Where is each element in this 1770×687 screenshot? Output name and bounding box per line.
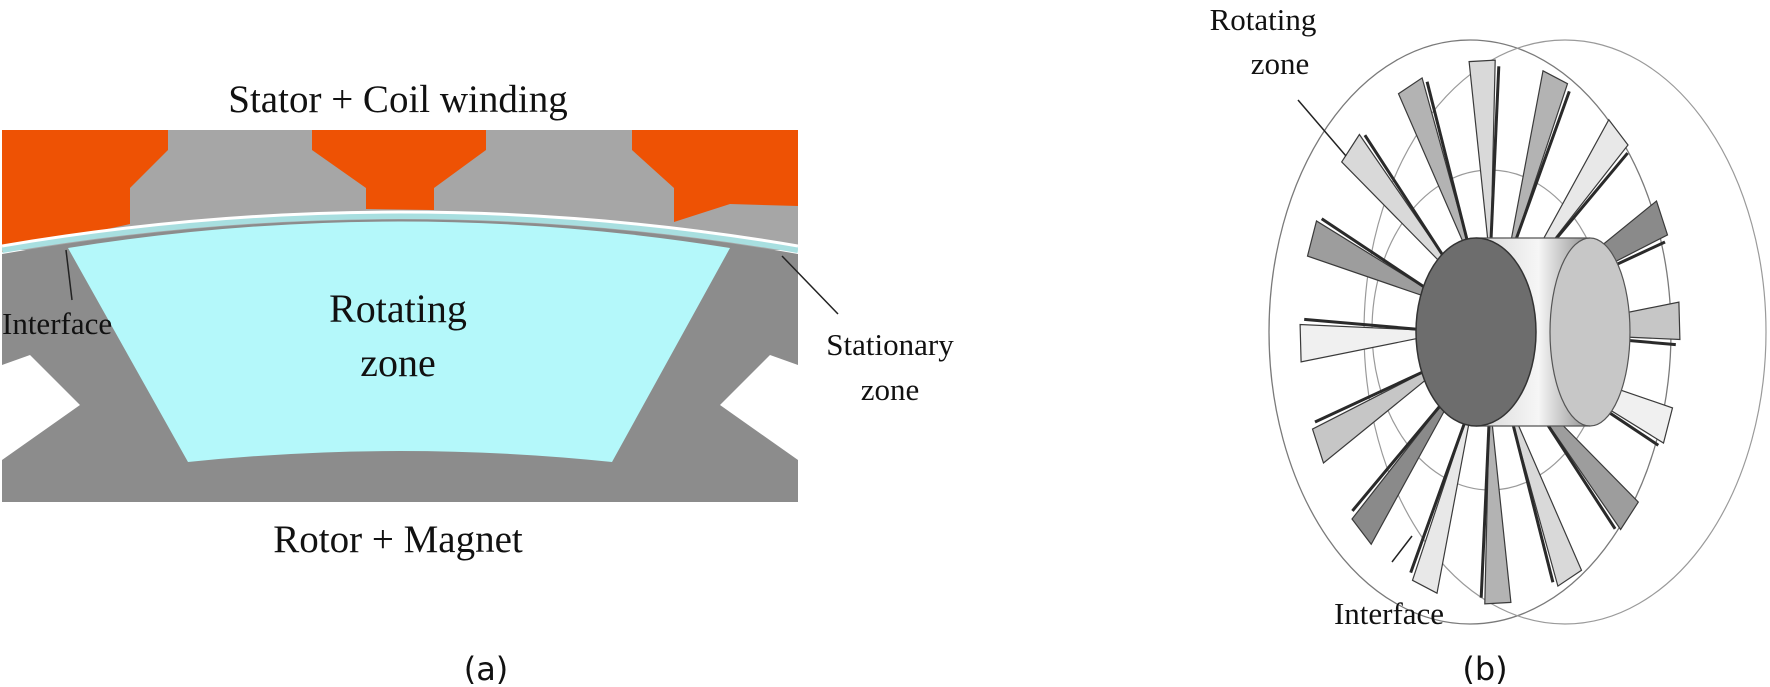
coil-winding-center bbox=[312, 130, 486, 210]
interface-label-a: Interface bbox=[2, 306, 112, 341]
rotating-zone-label-a-line2: zone bbox=[360, 340, 436, 385]
rotor-blade-edge bbox=[1320, 217, 1438, 297]
rotor-notch-left bbox=[2, 355, 80, 460]
rotor-blade-edge bbox=[1409, 415, 1469, 574]
rotor-blade-edge bbox=[1314, 364, 1437, 424]
rotor-blade-edge bbox=[1489, 66, 1501, 241]
leader-rotating-b bbox=[1297, 99, 1347, 157]
coil-winding-left bbox=[2, 130, 168, 252]
rotating-zone-region bbox=[68, 221, 730, 462]
caption-b: (b) bbox=[1462, 650, 1507, 687]
stator-label: Stator + Coil winding bbox=[228, 78, 567, 121]
rotor-blade-edge bbox=[1479, 423, 1491, 598]
rotor-blade-edge bbox=[1363, 134, 1451, 267]
rotating-zone-label-b-line1: Rotating bbox=[1210, 2, 1317, 37]
caption-a: (a) bbox=[464, 650, 509, 687]
hub-front-face bbox=[1415, 237, 1537, 427]
rotor-blade-edge bbox=[1511, 90, 1571, 249]
rotating-zone-label-a-line1: Rotating bbox=[329, 286, 467, 331]
rotor-label: Rotor + Magnet bbox=[273, 518, 523, 561]
panel-a-cross-section: Stator + Coil winding Rotor + Magnet Int… bbox=[2, 78, 954, 687]
hub bbox=[1415, 237, 1631, 427]
stationary-zone-label-line2: zone bbox=[861, 372, 920, 407]
leader-interface-b bbox=[1391, 535, 1413, 563]
rotor-notch-right bbox=[720, 355, 798, 460]
leader-interface-a bbox=[65, 249, 73, 301]
rotor-blade-edge bbox=[1425, 81, 1471, 247]
rotor-blade-edge bbox=[1304, 317, 1433, 332]
rotating-zone-label-b-line2: zone bbox=[1251, 46, 1310, 81]
interface-label-b: Interface bbox=[1334, 596, 1444, 631]
coil-winding-right bbox=[632, 130, 798, 222]
hub-back-face bbox=[1549, 237, 1631, 427]
rotor-blade-edge bbox=[1351, 395, 1450, 512]
stationary-zone-label-line1: Stationary bbox=[826, 327, 954, 362]
rotor-blade-edge bbox=[1509, 417, 1555, 583]
leader-stationary-a bbox=[781, 255, 839, 315]
panel-b-3d-model: Rotating zone Interface (b) bbox=[1210, 2, 1767, 687]
stationary-zone-band bbox=[2, 213, 798, 253]
interface-line-a bbox=[2, 210, 798, 248]
